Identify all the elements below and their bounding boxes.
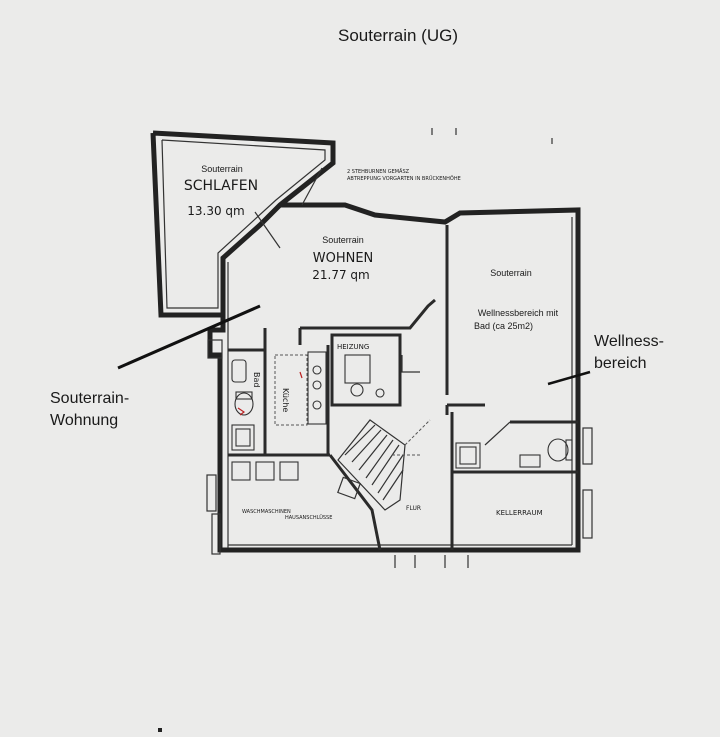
red-mark-icon [237,407,246,416]
staircase [337,419,431,511]
wasch-label-2: HAUSANSCHLÜSSE [285,514,332,521]
red-tick-icon [299,371,303,379]
souterrain-wohnung-label-1: Souterrain- [50,390,129,407]
wellness-line2: Bad (ca 25m2) [474,321,533,331]
wohnen-level: Souterrain [322,235,364,245]
schlafen-wall-inner [161,139,326,309]
wohnen-name: WOHNEN [313,251,374,266]
room-wohnen: Souterrain WOHNEN 21.77 qm [312,235,373,282]
note-line1: 2 STEHBURNEN GEMÄSZ [347,168,410,175]
kellerraum-label: KELLERRAUM [496,509,543,517]
souterrain-wohnung-label-2: Wohnung [50,412,118,429]
note-line2: ABTREPPUNG VORGARTEN IN BRÜCKENHÖHE [347,175,461,182]
room-schlafen: Souterrain SCHLAFEN 13.30 qm [184,164,258,218]
souterrain-wohnung-pointer [117,304,261,370]
window-marks [206,128,593,568]
schlafen-level: Souterrain [201,164,243,174]
fixtures [207,339,573,481]
corner-mark [158,728,162,732]
heizung-label: HEIZUNG [337,343,369,351]
plan-title: Souterrain (UG) [338,26,458,45]
schlafen-name: SCHLAFEN [184,178,258,194]
kueche-label: Küche [281,388,290,412]
wellness-annotation-1: Wellness- [594,333,664,350]
wellness-annotation-2: bereich [594,355,646,372]
wellness-line1: Wellnessbereich mit [478,308,559,318]
room-wellness: Souterrain Wellnessbereich mit Bad (ca 2… [474,268,559,331]
exterior-walls [150,130,581,553]
wohnen-area: 21.77 qm [312,268,369,282]
wasch-label-1: WASCHMASCHINEN [242,509,291,515]
outer-wall-west-south [207,258,581,553]
wellness-pointer [547,370,591,386]
schlafen-wall [150,130,336,318]
wellness-level: Souterrain [490,268,532,278]
schlafen-area: 13.30 qm [187,204,244,218]
flur-label: FLUR [406,505,421,512]
interior-walls [228,167,578,551]
outer-wall-north [280,202,581,500]
bad-label: Bad [252,372,261,387]
